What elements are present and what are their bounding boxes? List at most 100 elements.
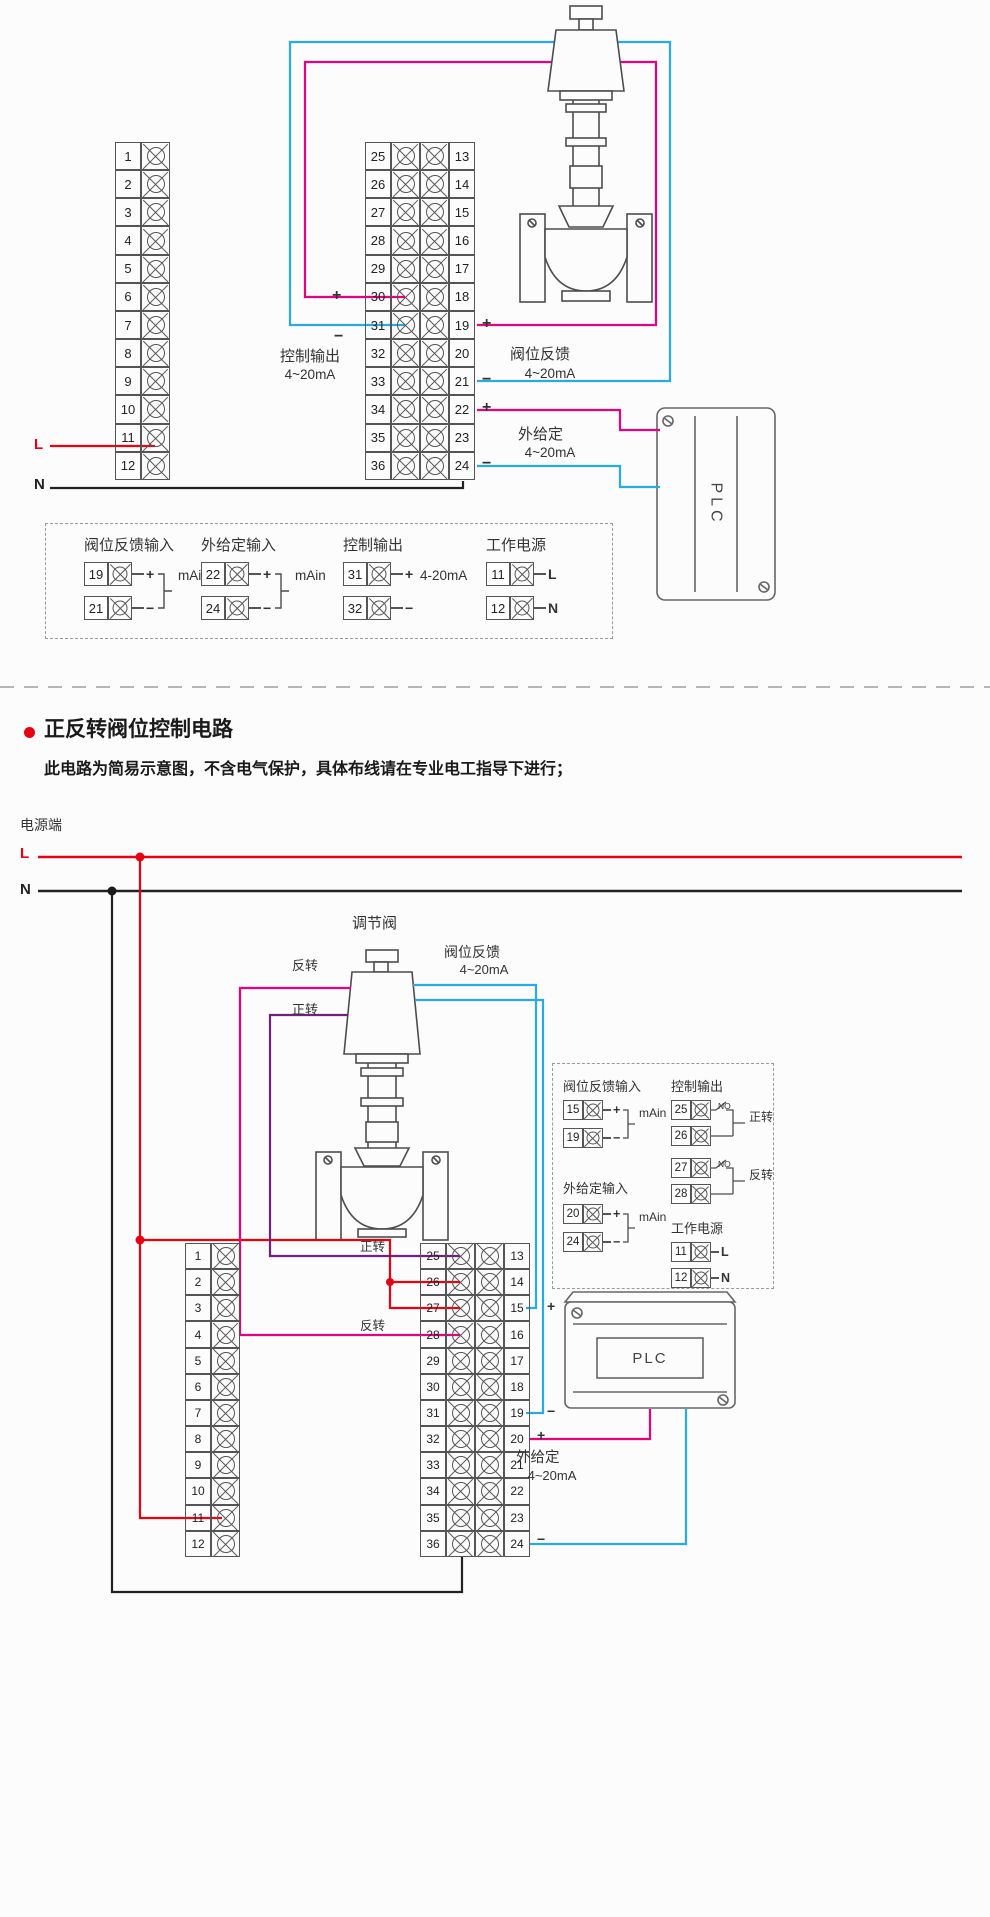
- bullet-icon: [24, 727, 35, 738]
- terminal-number: 4: [185, 1321, 211, 1348]
- setpoint-title: 外给定: [516, 1450, 560, 1466]
- terminal-number: 35: [365, 423, 391, 452]
- terminal-number: 8: [185, 1426, 211, 1453]
- terminal-screw-icon: [141, 282, 170, 311]
- terminal-screw-icon: [141, 395, 170, 424]
- forward-wire-label: 正转: [292, 1002, 319, 1017]
- terminal-row: 3: [185, 1295, 240, 1322]
- terminal-number: 10: [115, 395, 141, 424]
- terminal-screw-icon: [211, 1269, 240, 1296]
- power-n-label: N: [20, 881, 31, 898]
- terminal-number: 7: [115, 310, 141, 340]
- terminal-screw-icon: [420, 339, 449, 368]
- legend-terminal-row: 15+: [563, 1100, 620, 1120]
- junction-dot: [135, 1235, 145, 1245]
- terminal-row: 12: [115, 451, 170, 480]
- wire-reverse-motor: [238, 986, 460, 1337]
- terminal-number: 34: [420, 1478, 446, 1505]
- terminal-screw-icon: [141, 451, 170, 480]
- terminal-screw-icon: [141, 423, 170, 452]
- terminal-screw-icon: [691, 1100, 711, 1120]
- terminal-number: 12: [115, 451, 141, 480]
- terminal-number: 26: [365, 170, 391, 199]
- terminal-number: 11: [486, 562, 510, 586]
- legend-terminal-row: 21−: [84, 596, 154, 620]
- terminal-screw-icon: [691, 1184, 711, 1204]
- terminal-number: 33: [420, 1452, 446, 1479]
- power-letter: L: [721, 1245, 729, 1259]
- terminal-row: 3: [115, 198, 170, 227]
- terminal-screw-icon: [420, 367, 449, 396]
- terminal-screw-icon: [510, 562, 534, 586]
- terminal-screw-icon: [391, 254, 420, 283]
- terminal-screw-icon: [141, 142, 170, 171]
- terminal-screw-icon: [420, 226, 449, 255]
- terminal-row: 5: [185, 1347, 240, 1374]
- terminal-number: 31: [365, 310, 391, 340]
- terminal-number: 20: [563, 1204, 583, 1224]
- polarity-sign: +: [332, 287, 342, 304]
- terminal-row: 7: [115, 310, 170, 340]
- polarity-sign: −: [613, 1235, 621, 1249]
- terminal-number: 8: [115, 339, 141, 368]
- terminal-row: 1: [185, 1243, 240, 1270]
- terminal-row: 9: [185, 1452, 240, 1479]
- terminal-number: 10: [185, 1478, 211, 1505]
- terminal-screw-icon: [446, 1504, 475, 1531]
- terminal-screw-icon: [475, 1373, 504, 1400]
- wire-stub: [603, 1137, 611, 1139]
- wire-feedback-plus-bottom: [413, 983, 538, 1310]
- terminal-row: 8: [115, 339, 170, 368]
- terminal-number: 17: [504, 1347, 530, 1374]
- terminal-screw-icon: [446, 1399, 475, 1427]
- terminal-row: 6: [115, 282, 170, 311]
- terminal-screw-icon: [446, 1373, 475, 1400]
- wire-stub: [603, 1109, 611, 1111]
- terminal-row: 2: [115, 170, 170, 199]
- terminal-screw-icon: [475, 1243, 504, 1270]
- setpoint-range: 4~20mA: [527, 1468, 577, 1483]
- terminal-number: 19: [84, 562, 108, 586]
- plc-label-bottom: PLC: [597, 1338, 703, 1378]
- polarity-sign: +: [537, 1427, 546, 1443]
- terminal-number: 19: [563, 1128, 583, 1148]
- terminal-screw-icon: [446, 1321, 475, 1348]
- terminal-number: 1: [115, 142, 141, 171]
- wire-stub: [534, 573, 546, 575]
- wire-l-relay-branch: [140, 1238, 460, 1284]
- terminal-number: 31: [420, 1399, 446, 1427]
- wire-stub: [249, 607, 261, 609]
- terminal-screw-icon: [691, 1158, 711, 1178]
- terminal-screw-icon: [108, 596, 132, 620]
- power-letter: N: [548, 600, 559, 616]
- forward-at-block-label: 正转: [360, 1240, 386, 1254]
- wire-setpoint-plus-bottom: [530, 1409, 652, 1441]
- legend-terminal-row: 19−: [563, 1128, 620, 1148]
- junction-dot: [135, 852, 145, 862]
- terminal-screw-icon: [211, 1399, 240, 1427]
- legend-terminal-row: 19+: [84, 562, 154, 586]
- wire-power-n-top: [50, 481, 465, 490]
- section-divider: [0, 686, 990, 688]
- terminal-number: 28: [365, 226, 391, 255]
- terminal-number: 21: [449, 367, 475, 396]
- terminal-number: 5: [115, 254, 141, 283]
- power-end-label: 电源端: [20, 817, 62, 833]
- terminal-number: 11: [115, 423, 141, 452]
- terminal-screw-icon: [211, 1347, 240, 1374]
- svg-text:NO: NO: [718, 1101, 731, 1111]
- terminal-number: 14: [504, 1269, 530, 1296]
- terminal-screw-icon: [583, 1204, 603, 1224]
- terminal-screw-icon: [391, 423, 420, 452]
- legend-terminal-row: 24−: [563, 1232, 620, 1252]
